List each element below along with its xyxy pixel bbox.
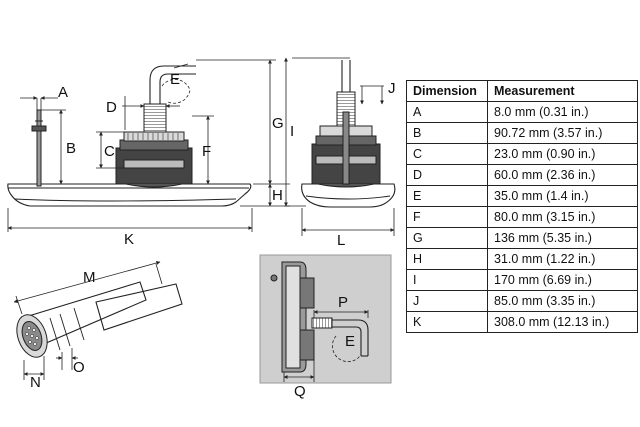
label-f: F bbox=[202, 143, 211, 160]
measurement-cell: 308.0 mm (12.13 in.) bbox=[487, 311, 638, 333]
front-base-fin bbox=[301, 183, 396, 208]
label-o: O bbox=[73, 359, 85, 376]
front-view bbox=[301, 60, 396, 208]
label-g: G bbox=[272, 115, 284, 132]
dimension-cell: F bbox=[406, 206, 488, 228]
measurement-cell: 90.72 mm (3.57 in.) bbox=[487, 122, 638, 144]
measurement-cell: 23.0 mm (0.90 in.) bbox=[487, 143, 638, 165]
measurement-cell: 170 mm (6.69 in.) bbox=[487, 269, 638, 291]
header-measurement: Measurement bbox=[487, 80, 638, 102]
cable-strain-relief bbox=[95, 283, 183, 331]
dimension-cell: E bbox=[406, 185, 488, 207]
dimension-cell: C bbox=[406, 143, 488, 165]
label-h: H bbox=[272, 187, 283, 204]
measurement-cell: 136 mm (5.35 in.) bbox=[487, 227, 638, 249]
dimension-cell: I bbox=[406, 269, 488, 291]
connector-view bbox=[16, 281, 183, 358]
side-cable-gland bbox=[143, 103, 167, 133]
dimension-letters: A B C D E F G H I J K L M N O P E Q bbox=[30, 71, 396, 400]
label-n: N bbox=[30, 374, 41, 391]
label-c: C bbox=[104, 143, 115, 160]
side-view bbox=[7, 63, 252, 207]
label-l: L bbox=[337, 232, 345, 249]
dimension-cell: G bbox=[406, 227, 488, 249]
dimension-cell: J bbox=[406, 290, 488, 312]
side-base-fin bbox=[7, 183, 252, 207]
header-dimension: Dimension bbox=[406, 80, 488, 102]
connector-dimensions bbox=[13, 261, 163, 380]
side-left-bolt bbox=[36, 109, 42, 187]
label-j: J bbox=[388, 80, 396, 97]
label-b: B bbox=[66, 140, 76, 157]
measurement-cell: 80.0 mm (3.15 in.) bbox=[487, 206, 638, 228]
label-p: P bbox=[338, 294, 348, 311]
label-d: D bbox=[106, 99, 117, 116]
dimension-cell: K bbox=[406, 311, 488, 333]
front-view-dimensions bbox=[284, 57, 395, 236]
label-e-hull: E bbox=[345, 333, 355, 350]
measurement-cell: 8.0 mm (0.31 in.) bbox=[487, 101, 638, 123]
measurement-cell: 60.0 mm (2.36 in.) bbox=[487, 164, 638, 186]
label-e-side: E bbox=[170, 71, 180, 88]
measurement-cell: 85.0 mm (3.35 in.) bbox=[487, 290, 638, 312]
measurement-cell: 35.0 mm (1.4 in.) bbox=[487, 185, 638, 207]
label-a: A bbox=[58, 84, 68, 101]
inside-hull-view bbox=[259, 254, 392, 384]
measurement-cell: 31.0 mm (1.22 in.) bbox=[487, 248, 638, 270]
dimension-cell: A bbox=[406, 101, 488, 123]
dimension-cell: B bbox=[406, 122, 488, 144]
label-k: K bbox=[124, 231, 134, 248]
label-m: M bbox=[83, 269, 96, 286]
dimension-cell: D bbox=[406, 164, 488, 186]
label-i: I bbox=[290, 123, 294, 140]
dimension-table-header: Dimension Measurement bbox=[406, 80, 638, 102]
label-q: Q bbox=[294, 383, 306, 400]
dimension-cell: H bbox=[406, 248, 488, 270]
side-view-dimensions bbox=[7, 59, 290, 232]
